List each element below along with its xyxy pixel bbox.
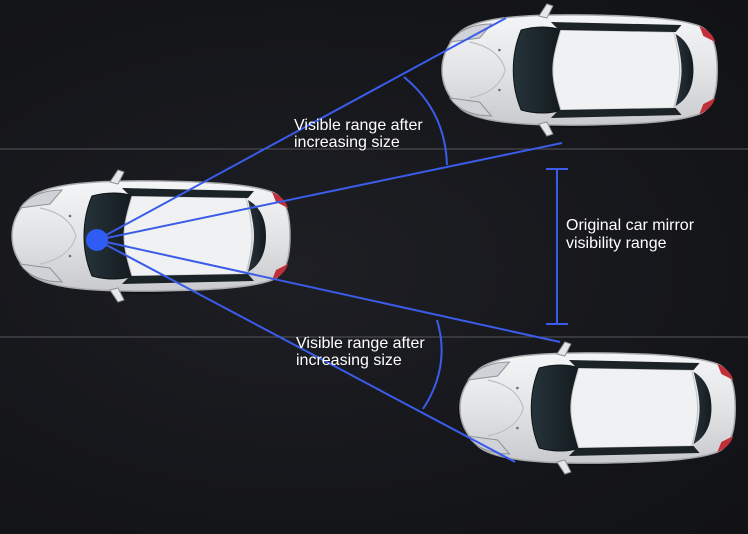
lower-range-label: Visible range after increasing size — [296, 335, 425, 369]
sight-line-lower-inner — [96, 239, 561, 343]
range-arc-upper — [403, 76, 448, 166]
original-range-label: Original car mirror visibility range — [566, 217, 695, 252]
main-car — [9, 169, 291, 303]
upper-range-label: Visible range after increasing size — [294, 117, 423, 151]
mirror-point-icon — [86, 229, 108, 251]
original-range-bracket — [546, 168, 568, 325]
upper-car — [439, 3, 718, 137]
sight-line-lower-outer — [96, 239, 516, 463]
range-arc-lower — [422, 319, 443, 410]
sight-lines — [96, 17, 563, 463]
sight-line-upper-outer — [96, 17, 507, 241]
sight-line-upper-inner — [96, 142, 563, 241]
